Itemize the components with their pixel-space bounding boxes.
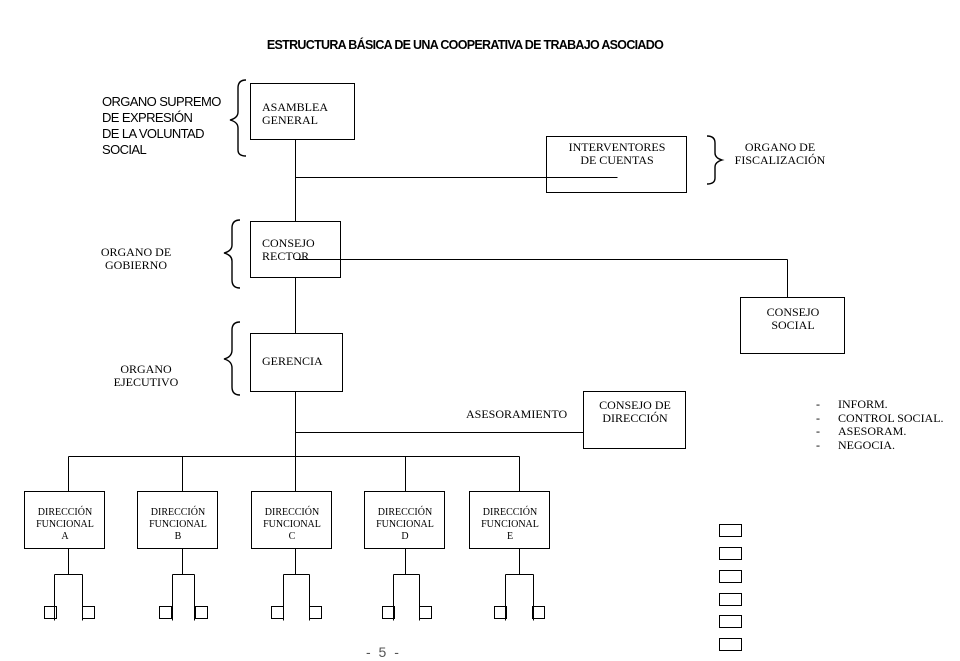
box-funcional-a xyxy=(24,491,105,549)
connector-lines xyxy=(68,139,788,492)
stacked-small-boxes xyxy=(719,524,742,651)
list-item: -CONTROL SOCIAL. xyxy=(816,410,944,425)
box-funcional-e xyxy=(469,491,550,549)
sub-branch-c xyxy=(271,548,322,621)
list-item: -ASESORAM. xyxy=(816,424,907,438)
list-item: -INFORM. xyxy=(816,397,888,411)
brace-ejecutivo xyxy=(223,321,241,396)
box-consejo-social xyxy=(740,297,845,354)
asamblea-general-label: ASAMBLEA GENERAL xyxy=(262,100,329,127)
box-asamblea-general xyxy=(250,83,355,140)
box-funcional-d xyxy=(364,491,445,549)
box-interventores xyxy=(546,136,687,193)
page-number: - 5 - xyxy=(366,644,401,660)
funcional-b-label: DIRECCIÓN FUNCIONAL B xyxy=(149,507,207,542)
consejo-social-label: CONSEJO SOCIAL xyxy=(766,305,820,332)
label-organo-gobierno: ORGANO DE GOBIERNO xyxy=(100,245,172,272)
box-gerencia xyxy=(250,333,343,392)
sub-branch-a xyxy=(44,548,95,621)
brace-gobierno xyxy=(223,219,241,289)
consejo-rector-label: CONSEJO RECTOR xyxy=(262,236,315,263)
box-funcional-b xyxy=(137,491,218,549)
label-organo-supremo: ORGANO SUPREMO DE EXPRESIÓN DE LA VOLUNT… xyxy=(102,94,221,157)
funcional-a-label: DIRECCIÓN FUNCIONAL A xyxy=(36,507,94,542)
sub-branch-b xyxy=(159,548,208,621)
brace-fiscalizacion xyxy=(706,135,725,185)
sub-branch-e xyxy=(494,548,545,621)
funcional-e-label: DIRECCIÓN FUNCIONAL E xyxy=(481,507,539,542)
box-funcional-c xyxy=(251,491,332,549)
interventores-label: INTERVENTORES DE CUENTAS xyxy=(568,140,666,167)
page-title: ESTRUCTURA BÁSICA DE UNA COOPERATIVA DE … xyxy=(266,38,664,52)
funcional-d-label: DIRECCIÓN FUNCIONAL D xyxy=(376,507,434,542)
gerencia-label: GERENCIA xyxy=(262,354,323,368)
social-functions-list: -INFORM. -CONTROL SOCIAL. -ASESORAM. -NE… xyxy=(816,397,944,452)
label-organo-ejecutivo: ORGANO EJECUTIVO xyxy=(113,362,179,389)
box-consejo-direccion xyxy=(583,391,686,449)
sub-branch-d xyxy=(382,548,432,621)
label-asesoramiento: ASESORAMIENTO xyxy=(466,407,568,421)
brace-supremo xyxy=(229,79,247,157)
list-item: -NEGOCIA. xyxy=(816,437,895,452)
consejo-direccion-label: CONSEJO DE DIRECCIÓN xyxy=(599,398,671,425)
funcional-c-label: DIRECCIÓN FUNCIONAL C xyxy=(263,507,321,542)
label-organo-fiscalizacion: ORGANO DE FISCALIZACIÓN xyxy=(734,140,826,167)
